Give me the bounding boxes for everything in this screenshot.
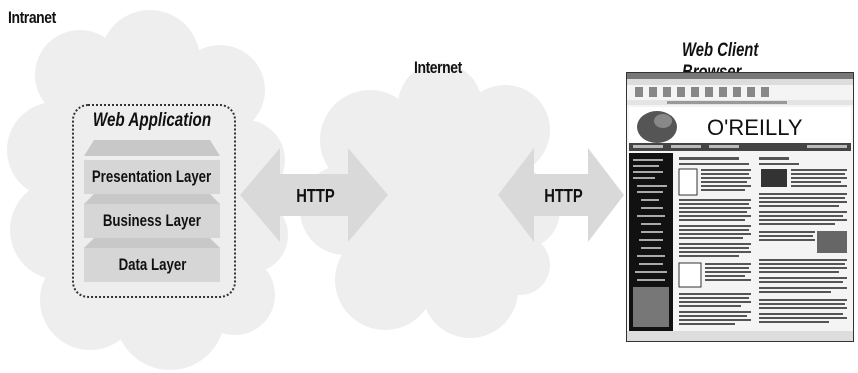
business-layer: Business Layer [84,204,220,238]
internet-label: Internet [414,58,462,77]
http-arrow-right [498,148,624,242]
presentation-layer-label: Presentation Layer [92,167,212,186]
presentation-layer: Presentation Layer [84,160,220,194]
http-label-left: HTTP [296,186,335,206]
layer-separator-1 [84,194,220,204]
intranet-label: Intranet [8,8,56,27]
web-application-title: Web Application [92,110,212,131]
http-arrow-left [240,148,388,242]
browser-window: O'REILLY [626,72,854,342]
internet-cloud [300,63,560,338]
data-layer-label: Data Layer [118,255,186,274]
toolbar-icons [635,87,769,97]
layer-top-cap [84,140,220,156]
http-label-right: HTTP [544,186,583,206]
business-layer-label: Business Layer [102,211,202,230]
oreilly-logo: O'REILLY [707,115,803,140]
web-application-box [72,104,236,298]
browser-screenshot: O'REILLY [627,73,853,341]
layer-separator-2 [84,238,220,248]
data-layer: Data Layer [84,248,220,282]
